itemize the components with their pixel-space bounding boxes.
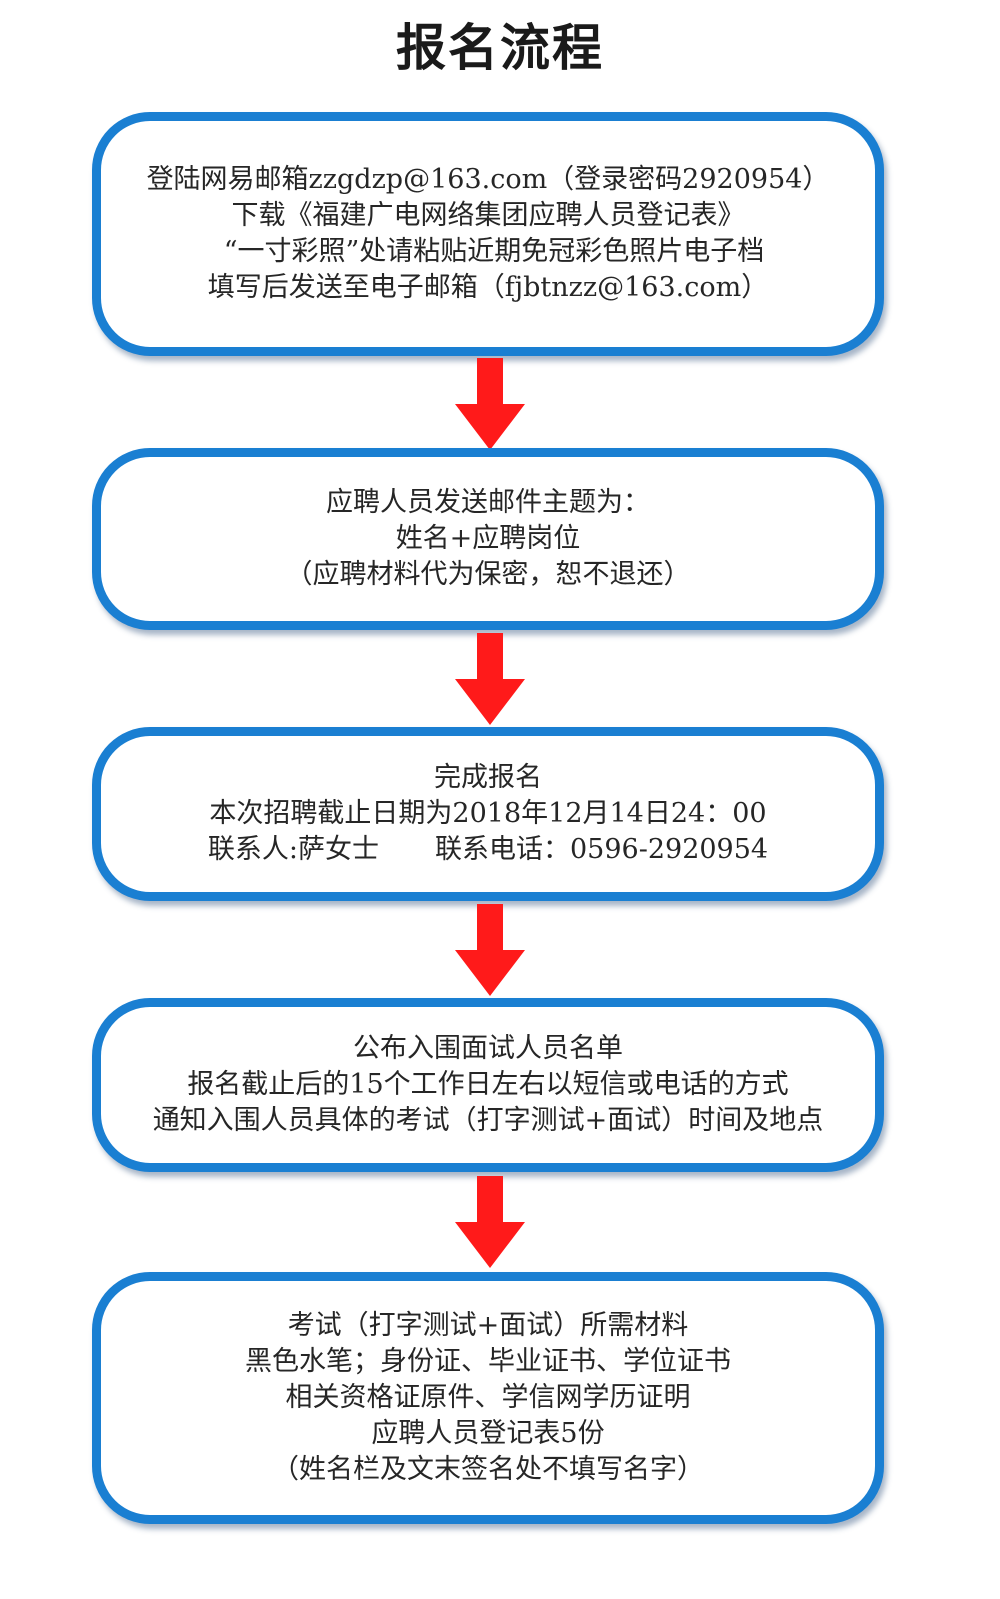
- contact-name: 联系人:萨女士: [207, 834, 379, 865]
- step-text-line: （姓名栏及文末签名处不填写名字）: [272, 1454, 704, 1485]
- step-text-line: 报名截止后的15个工作日左右以短信或电话的方式: [187, 1069, 789, 1100]
- step-text-line: 应聘人员登记表5份: [371, 1418, 605, 1449]
- step-text-line: 相关资格证原件、学信网学历证明: [285, 1382, 691, 1413]
- page-title: 报名流程: [396, 19, 604, 77]
- step-box-interview-list: 公布入围面试人员名单 报名截止后的15个工作日左右以短信或电话的方式 通知入围人…: [92, 998, 884, 1172]
- step-text-line: （应聘材料代为保密，恕不退还）: [285, 559, 691, 590]
- step-box-exam-materials: 考试（打字测试+面试）所需材料 黑色水笔；身份证、毕业证书、学位证书 相关资格证…: [92, 1272, 884, 1524]
- step-text-line: 通知入围人员具体的考试（打字测试+面试）时间及地点: [152, 1105, 824, 1136]
- step-text-line: 登陆网易邮箱zzgdzp@163.com（登录密码2920954）: [146, 164, 830, 195]
- step-text-line: “一寸彩照”处请粘贴近期免冠彩色照片电子档: [223, 236, 765, 267]
- step-text-line: 下载《福建广电网络集团应聘人员登记表》: [231, 200, 745, 231]
- down-arrow-icon: [455, 904, 525, 996]
- step-text-line: 填写后发送至电子邮箱（fjbtnzz@163.com）: [207, 272, 769, 303]
- step-text-line: 黑色水笔；身份证、毕业证书、学位证书: [245, 1346, 731, 1377]
- step-text-line: 完成报名: [434, 762, 542, 793]
- down-arrow-icon: [455, 1176, 525, 1268]
- step-text-line: 考试（打字测试+面试）所需材料: [287, 1310, 689, 1341]
- down-arrow-icon: [455, 358, 525, 450]
- contact-phone: 联系电话：0596-2920954: [435, 834, 769, 865]
- step-text-line: 应聘人员发送邮件主题为：: [326, 487, 650, 518]
- step-box-register-email: 登陆网易邮箱zzgdzp@163.com（登录密码2920954） 下载《福建广…: [92, 112, 884, 356]
- step-text-line: 姓名+应聘岗位: [395, 523, 581, 554]
- step-text-line: 本次招聘截止日期为2018年12月14日24：00: [209, 798, 767, 829]
- step-box-email-subject: 应聘人员发送邮件主题为： 姓名+应聘岗位 （应聘材料代为保密，恕不退还）: [92, 448, 884, 630]
- down-arrow-icon: [455, 633, 525, 725]
- step-box-complete-registration: 完成报名 本次招聘截止日期为2018年12月14日24：00 联系人:萨女士联系…: [92, 727, 884, 901]
- contact-line: 联系人:萨女士 联系电话：0596-2920954: [208, 832, 768, 868]
- step-text-line: 公布入围面试人员名单: [353, 1033, 623, 1064]
